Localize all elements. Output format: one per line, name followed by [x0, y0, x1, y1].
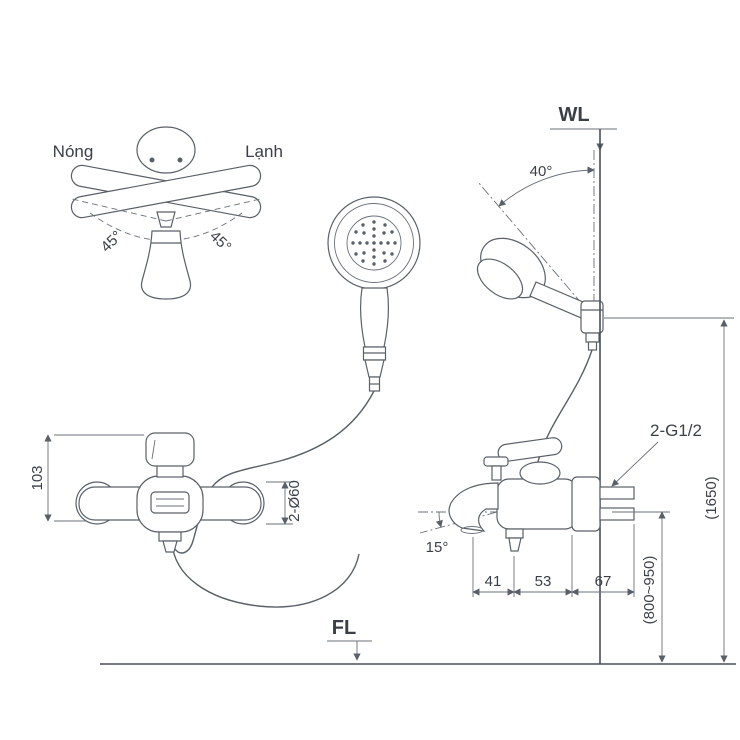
spray-nozzle-dots	[351, 220, 397, 266]
diverter-knob-cap	[483, 456, 509, 467]
mount-holes-dimension: 2-Ø60	[286, 480, 303, 522]
bracket-shower-face	[476, 258, 524, 300]
wall-union	[571, 476, 601, 532]
floor-line: FL	[100, 617, 736, 665]
overall-height-dimension: (1650)	[703, 476, 720, 519]
thread-leader-line	[611, 441, 659, 487]
wall-pipe-bottom	[599, 507, 635, 521]
swing-angle-left-label: 45°	[98, 228, 126, 256]
side-body	[496, 478, 578, 530]
faucet-body-silhouette	[140, 230, 192, 300]
hose-curve-front	[171, 390, 375, 608]
spout-angle-label: 15°	[426, 539, 449, 556]
wall-bracket-shower: 40°	[476, 150, 604, 351]
spout-aerator	[460, 526, 484, 534]
side-spout	[448, 482, 499, 532]
outlet-collar	[158, 531, 182, 542]
shower-hose-front	[171, 390, 375, 608]
height-dimensions: (800~950) (1650)	[612, 319, 728, 663]
hand-shower	[327, 196, 421, 392]
shower-axis-centerline	[477, 181, 595, 319]
faucet-top-view: Nóng Lạnh 45° 45°	[53, 126, 283, 300]
thread-callout: 2-G1/2	[611, 421, 702, 487]
lever-knob	[136, 126, 196, 174]
mixer-handle-front	[145, 432, 195, 467]
wall-line: WL	[550, 104, 734, 664]
bracket-hose-nut	[585, 332, 600, 343]
shower-head-inner-ring	[334, 203, 414, 283]
hot-indicator-dot	[149, 157, 155, 163]
dimension-chain-bottom: 41 53 67	[472, 524, 635, 597]
dimension-2-d60: 2-Ø60	[266, 480, 303, 525]
side-handle-lever	[497, 437, 563, 462]
swivel-angle-label: 40°	[530, 163, 553, 180]
install-height-dimension: (800~950)	[641, 556, 658, 625]
swing-limit-line-right	[165, 198, 261, 222]
spout-angle-arc	[435, 511, 443, 528]
outlet-nut	[162, 540, 178, 553]
brand-badge	[150, 491, 190, 514]
dimension-103: 103	[29, 434, 144, 522]
dimension-41: 41	[485, 573, 502, 590]
hose-nut	[364, 359, 385, 378]
side-outlet-collar	[505, 528, 524, 539]
thread-connections-label: 2-G1/2	[650, 421, 702, 440]
shower-handle	[359, 287, 390, 348]
bracket-hose-stub	[587, 341, 598, 351]
spray-face-ring	[346, 215, 402, 271]
handle-detail-line	[151, 439, 156, 460]
lever-pivot	[156, 211, 176, 228]
dimension-53: 53	[535, 573, 552, 590]
side-outlet-nut	[508, 537, 522, 552]
wall-pipe-top	[599, 486, 635, 500]
mixer-side-view: 15° 41 53 67 2-G1/2	[418, 421, 702, 597]
lever-position-left	[70, 164, 262, 219]
diverter-knob-stem	[491, 465, 502, 481]
wall-line-label: WL	[558, 104, 589, 126]
mixer-front-view: 103 2-Ø60	[29, 432, 303, 553]
dimension-67: 67	[595, 573, 612, 590]
cold-indicator-dot	[177, 157, 183, 163]
hot-water-label: Nóng	[53, 142, 94, 161]
floor-line-label: FL	[332, 617, 356, 639]
cold-water-label: Lạnh	[245, 142, 283, 161]
swing-angle-right-label: 45°	[206, 228, 234, 256]
side-handle-dome	[519, 461, 561, 485]
swing-limit-line-left	[71, 198, 167, 222]
body-height-dimension: 103	[29, 465, 46, 490]
swivel-angle-arc	[498, 166, 595, 207]
